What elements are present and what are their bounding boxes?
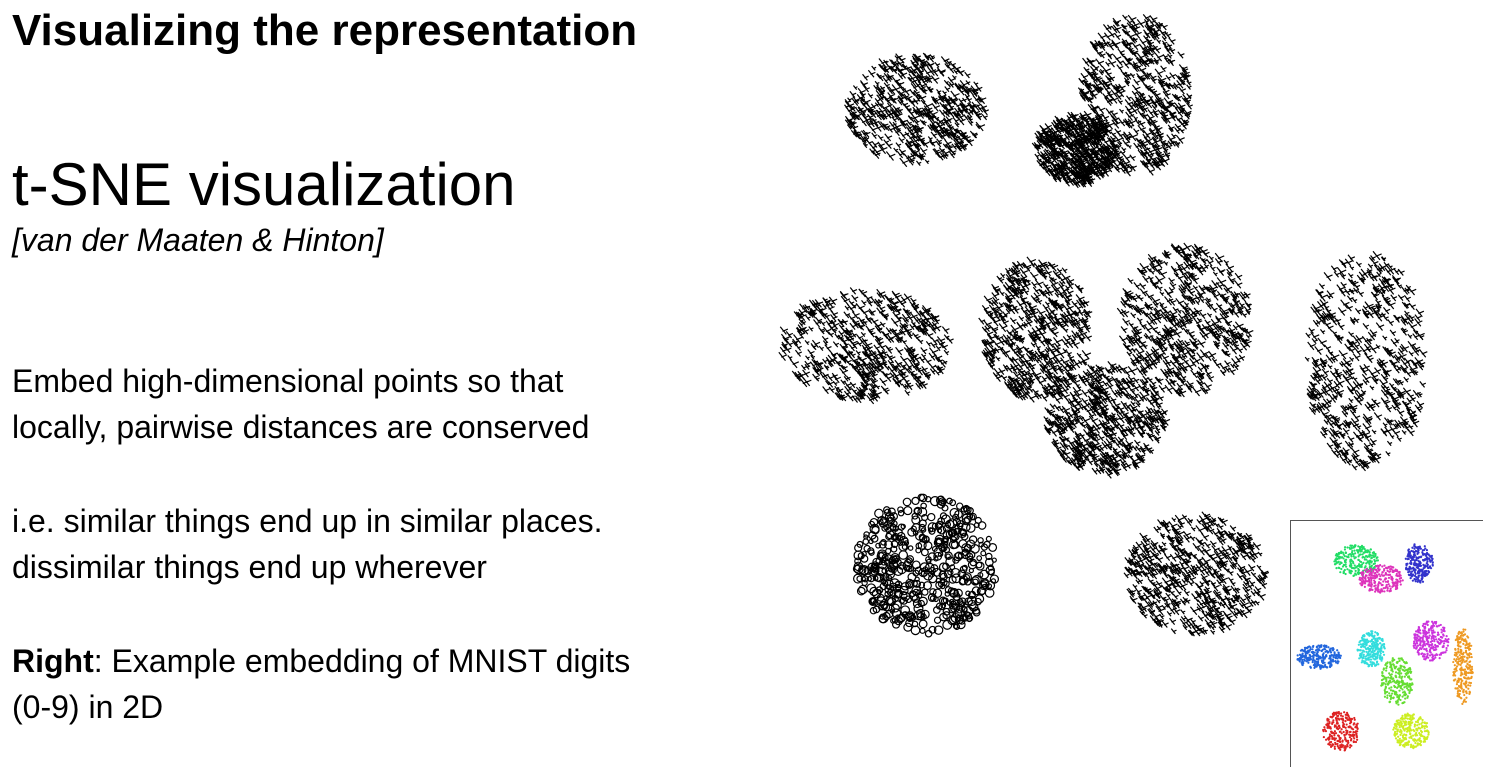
paragraph-line: (0-9) in 2D — [12, 689, 164, 725]
paragraph-embed: Embed high-dimensional points so that lo… — [12, 358, 589, 450]
digit-cluster — [852, 493, 1000, 638]
digit-cluster — [1043, 360, 1171, 479]
paragraph-line: i.e. similar things end up in similar pl… — [12, 503, 603, 539]
colored-embedding-inset — [1290, 520, 1483, 767]
slide-subtitle: t-SNE visualization — [12, 151, 516, 218]
citation: [van der Maaten & Hinton] — [12, 222, 384, 258]
digit-clusters — [778, 13, 1428, 638]
paragraph-line: locally, pairwise distances are conserve… — [12, 409, 590, 445]
paragraph-line: Right: Example embedding of MNIST digits — [12, 638, 630, 684]
paragraph-line: Embed high-dimensional points so that — [12, 363, 564, 399]
paragraph-line: dissimilar things end up wherever — [12, 549, 487, 585]
digit-cluster — [1304, 250, 1428, 472]
colored-cluster — [1296, 644, 1342, 670]
colored-cluster — [1412, 620, 1450, 662]
paragraph-similar: i.e. similar things end up in similar pl… — [12, 498, 602, 590]
colored-cluster — [1404, 543, 1434, 584]
colored-cluster — [1452, 628, 1474, 705]
colored-cluster — [1392, 712, 1430, 750]
digit-cluster — [1123, 511, 1270, 637]
digit-cluster — [978, 256, 1093, 403]
colored-cluster — [1380, 657, 1414, 706]
colored-cluster — [1322, 710, 1359, 752]
digit-cluster — [1031, 111, 1120, 189]
tsne-digit-embedding — [776, 0, 1508, 766]
digit-cluster — [1077, 13, 1193, 177]
digit-cluster — [778, 287, 954, 405]
colored-cluster — [1333, 544, 1380, 577]
paragraph-right: Right: Example embedding of MNIST digits… — [12, 638, 630, 730]
colored-cluster — [1356, 630, 1386, 668]
slide-title: Visualizing the representation — [12, 6, 638, 55]
bold-label: Right — [12, 643, 94, 679]
colored-clusters — [1296, 543, 1474, 752]
paragraph-text: : Example embedding of MNIST digits — [93, 643, 631, 679]
digit-cluster — [844, 52, 990, 168]
colored-cluster — [1358, 563, 1404, 594]
digit-cluster — [1116, 242, 1254, 398]
